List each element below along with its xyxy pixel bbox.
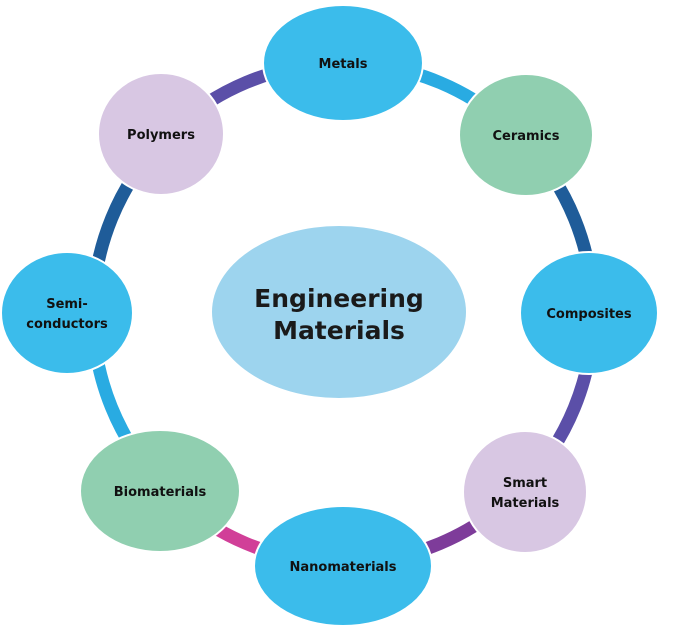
node-ceramics-label: Ceramics [493, 129, 560, 144]
node-metals: Metals [262, 4, 424, 122]
node-smart-ellipse [462, 430, 588, 554]
node-semi: Semi-conductors [0, 251, 134, 375]
node-metals-ellipse [262, 4, 424, 122]
node-composites-label: Composites [546, 307, 631, 322]
node-composites-ellipse [519, 251, 659, 375]
node-semi-ellipse [0, 251, 134, 375]
node-smart-label: Smart [503, 476, 547, 491]
node-nanomaterials: Nanomaterials [253, 505, 433, 627]
center-node: Engineering Materials [212, 226, 466, 398]
node-ceramics-ellipse [458, 73, 594, 197]
node-composites: Composites [519, 251, 659, 375]
node-semi-label: Semi- [46, 297, 88, 312]
center-title-line2: Materials [273, 316, 405, 345]
center-title-line1: Engineering [254, 284, 424, 313]
node-layer: MetalsCeramicsCompositesSmartMaterialsNa… [0, 4, 659, 627]
node-metals-label: Metals [319, 57, 368, 72]
node-polymers-label: Polymers [127, 128, 195, 143]
center-ellipse [212, 226, 466, 398]
node-nanomaterials-ellipse [253, 505, 433, 627]
node-biomaterials-ellipse [79, 429, 241, 553]
node-semi-label: conductors [26, 317, 108, 332]
node-biomaterials: Biomaterials [79, 429, 241, 553]
node-biomaterials-label: Biomaterials [114, 485, 207, 500]
node-nanomaterials-label: Nanomaterials [289, 560, 396, 575]
node-smart-label: Materials [491, 496, 560, 511]
node-polymers-ellipse [97, 72, 225, 196]
node-ceramics: Ceramics [458, 73, 594, 197]
node-polymers: Polymers [97, 72, 225, 196]
